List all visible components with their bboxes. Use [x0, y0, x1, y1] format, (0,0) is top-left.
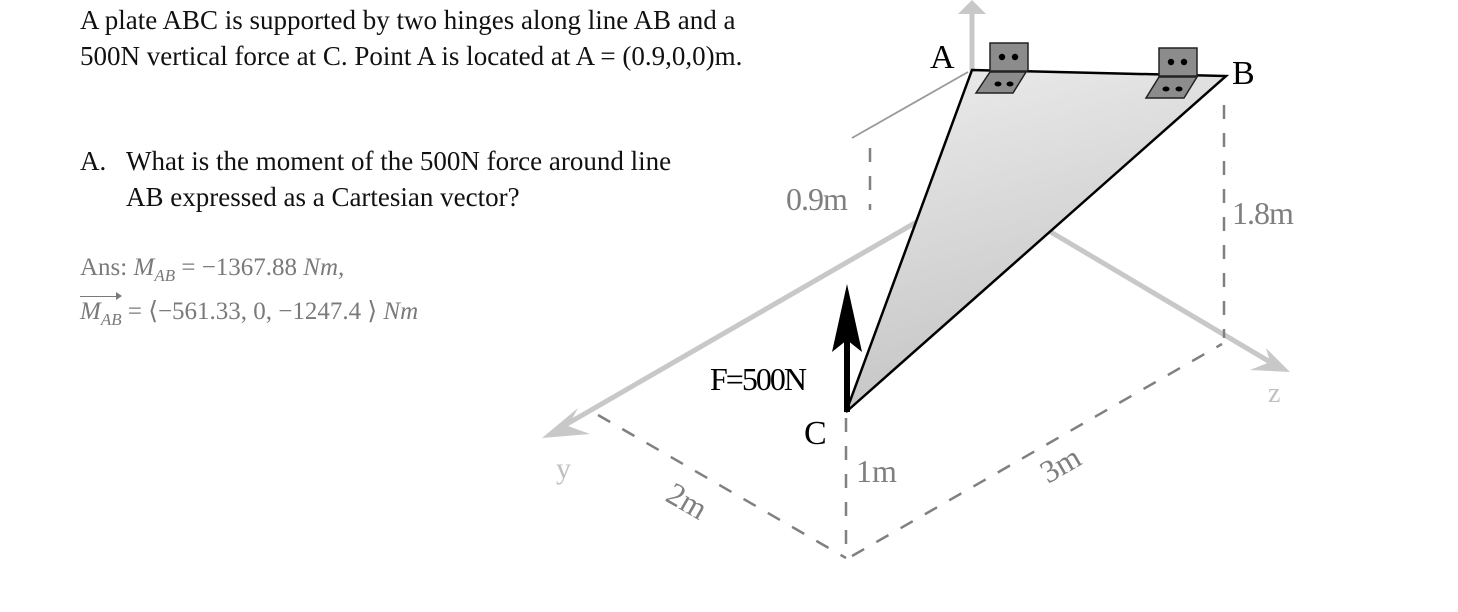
- hinge-a: [974, 42, 1029, 94]
- dim-3m: [851, 342, 1223, 558]
- problem-statement: A plate ABC is supported by two hinges a…: [80, 5, 743, 71]
- answer-prefix: Ans:: [80, 254, 128, 281]
- question-a: A. What is the moment of the 500N force a…: [80, 143, 780, 215]
- moment-vector-unit: Nm: [383, 298, 419, 325]
- moment-subscript: AB: [154, 266, 176, 285]
- moment-vector-value: = ⟨−561.33, 0, −1247.4 ⟩: [127, 298, 378, 325]
- dim-label-3m: 3m: [1034, 438, 1088, 490]
- answer-block: Ans: MAB = −1367.88 Nm, MAB = ⟨−561.33, …: [80, 250, 418, 338]
- vector-symbol: MAB: [80, 292, 122, 338]
- dim-label-0.9m: 0.9m: [786, 181, 848, 217]
- vector-symbol-sub: AB: [100, 310, 122, 329]
- dim-2m: [597, 413, 847, 560]
- x-arrow-icon: [958, 0, 986, 14]
- force-label: F=500N: [710, 361, 807, 397]
- answer-scalar: Ans: MAB = −1367.88 Nm,: [80, 250, 418, 294]
- point-c-label: C: [804, 415, 827, 452]
- dim-label-1.8m: 1.8m: [1232, 195, 1294, 231]
- point-a-label: A: [930, 39, 955, 76]
- question-number: A.: [80, 146, 107, 176]
- point-b-label: B: [1232, 55, 1255, 92]
- y-arrow-icon: [542, 408, 590, 438]
- y-axis-label: y: [556, 452, 571, 485]
- dim-extension-line: [851, 71, 969, 139]
- moment-symbol: M: [133, 254, 155, 281]
- force-arrow: [832, 284, 862, 412]
- dim-label-1m: 1m: [856, 453, 897, 489]
- moment-scalar-unit: Nm,: [303, 254, 345, 281]
- question-line-2: AB expressed as a Cartesian vector?: [126, 182, 520, 212]
- vector-symbol-letter: M: [80, 298, 101, 325]
- moment-scalar-value: = −1367.88: [181, 254, 298, 281]
- force-arrowhead-icon: [832, 284, 862, 352]
- y-axis: [558, 187, 974, 431]
- plate-abc: [844, 68, 1230, 413]
- z-axis-label: z: [1268, 378, 1280, 409]
- question-line-1: What is the moment of the 500N force aro…: [126, 146, 672, 176]
- z-arrow-icon: [1250, 348, 1290, 372]
- dim-label-2m: 2m: [661, 475, 715, 527]
- answer-vector: MAB = ⟨−561.33, 0, −1247.4 ⟩ Nm: [80, 292, 419, 338]
- dimension-lines: [597, 105, 1226, 560]
- hinge-b: [1144, 47, 1199, 99]
- axis-arrowheads: [542, 0, 1290, 438]
